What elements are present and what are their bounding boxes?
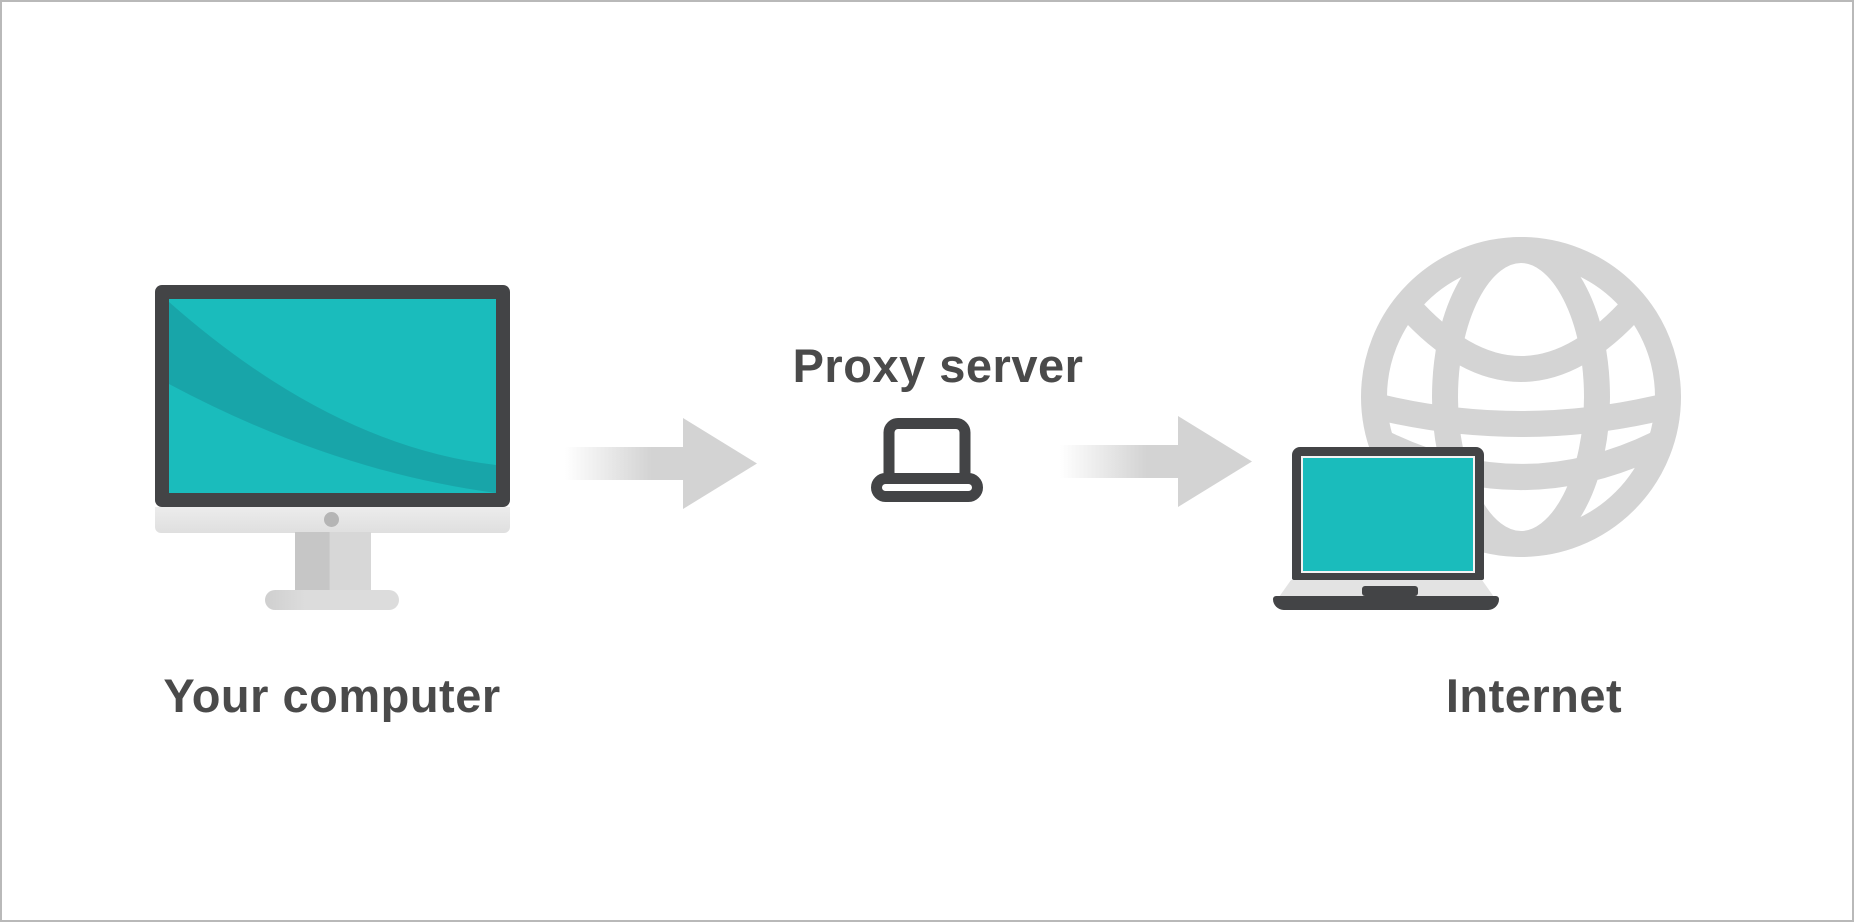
desktop-camera-dot (324, 512, 339, 527)
desktop-screen (169, 299, 496, 493)
arrow-to-proxy-icon (565, 418, 757, 509)
globe-icon (1361, 237, 1681, 557)
laptop-outline-icon (871, 418, 983, 502)
internet-label: Internet (1445, 669, 1623, 722)
internet-laptop-keyboard-slot (1362, 586, 1418, 596)
desktop-stand-neck (295, 532, 371, 591)
arrow-to-internet-icon (1060, 416, 1252, 507)
internet-laptop-base (1273, 596, 1499, 610)
your-computer-label: Your computer (163, 669, 501, 722)
desktop-computer-icon (155, 285, 510, 507)
screen-swoosh (169, 302, 496, 493)
internet-laptop-screen (1301, 456, 1475, 573)
proxy-server-label: Proxy server (792, 339, 1084, 392)
internet-laptop-icon (1292, 447, 1484, 580)
desktop-stand-base (265, 590, 399, 610)
